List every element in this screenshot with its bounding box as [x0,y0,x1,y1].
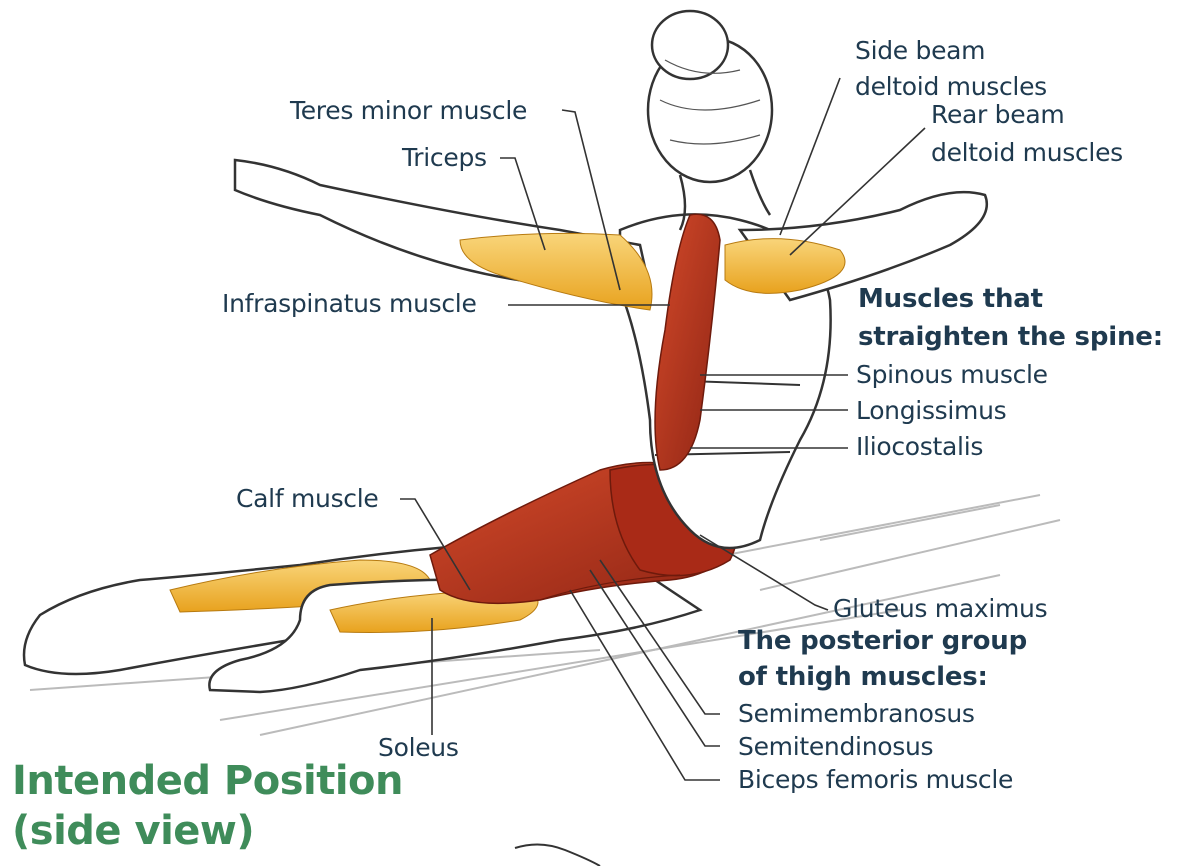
label-calf: Calf muscle [236,484,378,514]
title-line1: Intended Position [12,756,403,806]
label-semimembranosus: Semimembranosus [738,699,975,729]
page-title: Intended Position (side view) [12,756,403,856]
label-infraspinatus: Infraspinatus muscle [222,289,477,319]
label-side-beam-line1: Side beam [855,36,985,66]
thigh-group-heading-line1: The posterior group [738,624,1027,658]
thigh-group-heading-line2: of thigh muscles: [738,660,988,694]
head [648,11,772,230]
label-longissimus: Longissimus [856,396,1006,426]
spine-group-heading-line2: straighten the spine: [858,320,1163,354]
label-gluteus: Gluteus maximus [833,594,1047,624]
label-iliocostalis: Iliocostalis [856,432,983,462]
bottom-partial-sketch [515,844,600,866]
label-rear-beam-line1: Rear beam [931,100,1064,130]
label-semitendinosus: Semitendinosus [738,732,933,762]
label-spinous: Spinous muscle [856,360,1048,390]
label-side-beam-line2: deltoid muscles [855,72,1047,102]
label-rear-beam-line2: deltoid muscles [931,138,1123,168]
label-biceps-femoris: Biceps femoris muscle [738,765,1013,795]
label-triceps: Triceps [402,143,487,173]
spine-group-heading-line1: Muscles that [858,282,1043,316]
label-teres-minor: Teres minor muscle [290,96,527,126]
title-line2: (side view) [12,806,403,856]
